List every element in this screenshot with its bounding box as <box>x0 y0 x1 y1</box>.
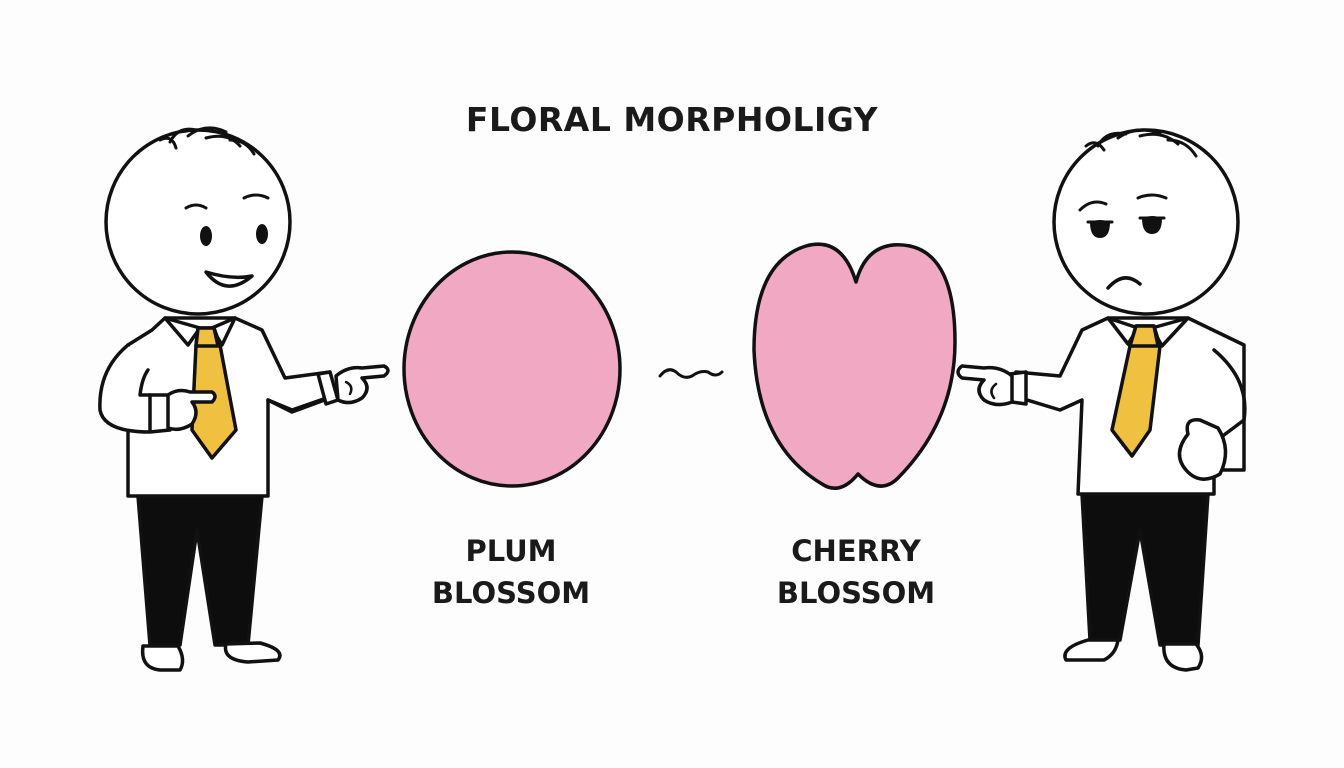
right-figure-trousers <box>1080 492 1210 647</box>
left-figure-smile <box>204 270 254 288</box>
right-figure-hip-arm <box>1212 348 1247 440</box>
right-figure-pointing-hand <box>956 364 1014 407</box>
left-figure <box>98 126 390 672</box>
plum-blossom-label-line2: BLOSSOM <box>431 576 591 610</box>
left-figure-eye <box>200 226 212 246</box>
right-figure-frown <box>1106 276 1142 290</box>
left-figure-head <box>104 128 292 316</box>
right-figure-eye <box>1142 216 1162 234</box>
right-figure-right-shoe <box>1162 642 1204 672</box>
left-figure-left-shoe <box>140 644 185 672</box>
diagram-title: FLORAL MORPHOLIGY <box>465 100 879 139</box>
left-figure-extended-arm <box>266 396 332 414</box>
left-figure-bent-arm <box>98 343 172 434</box>
plum-blossom-label-line1: PLUM <box>465 534 557 568</box>
left-figure-pointing-hand-inner <box>166 388 217 432</box>
left-figure-pointing-hand <box>334 364 390 405</box>
left-figure-trousers <box>136 494 264 647</box>
cherry-blossom-petal <box>752 242 957 490</box>
right-figure-fist <box>1177 418 1228 481</box>
right-figure-eye <box>1090 220 1110 238</box>
tilde-symbol <box>658 368 724 379</box>
left-figure-right-shoe <box>223 641 282 664</box>
plum-blossom-label: PLUM BLOSSOM <box>381 530 641 614</box>
right-figure-left-shoe <box>1063 638 1120 662</box>
cherry-blossom-label-line2: BLOSSOM <box>776 576 936 610</box>
cherry-blossom-label-line1: CHERRY <box>791 534 921 568</box>
right-figure <box>956 128 1247 672</box>
cherry-blossom-label: CHERRY BLOSSOM <box>726 530 986 614</box>
left-figure-eye <box>256 224 268 244</box>
plum-blossom-petal <box>402 250 622 488</box>
